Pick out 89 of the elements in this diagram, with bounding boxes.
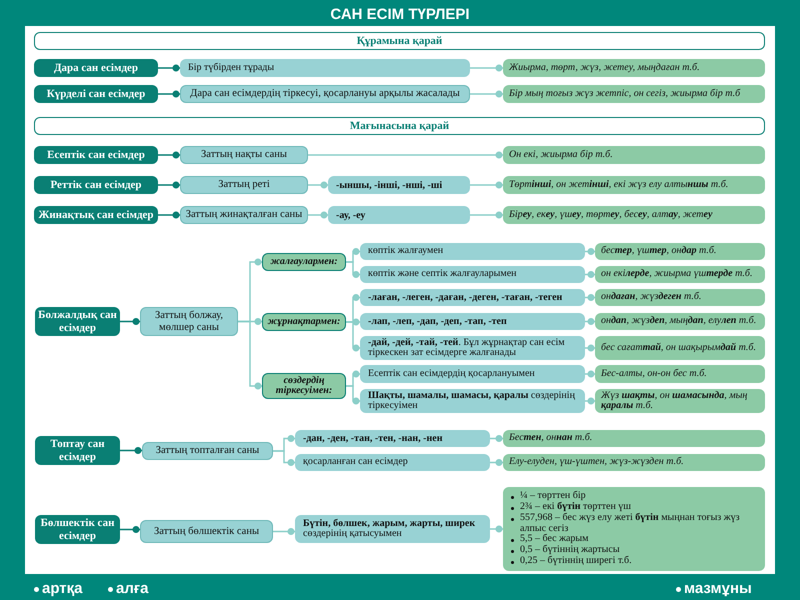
connector-line bbox=[158, 212, 180, 218]
example-box: бес сағаттай, он шақырымдай т.б. bbox=[595, 336, 765, 360]
connector-line bbox=[120, 447, 142, 454]
connector-line bbox=[158, 90, 180, 98]
list-item: 557,968 – бес жүз елу жеті бүтін мыңнан тоғыз жүз алпыс сегіз bbox=[511, 512, 757, 534]
example-box: Бестен, оннан т.б. bbox=[503, 430, 765, 447]
list-item: 5,5 – бес жарым bbox=[511, 534, 588, 546]
list-item: 0,25 – бүтіннің ширегі т.б. bbox=[511, 556, 632, 567]
description-box: қосарланған сан есімдер bbox=[295, 454, 490, 471]
connector-line bbox=[346, 321, 360, 352]
connector-line bbox=[158, 152, 180, 158]
suffix-box: -ау, -еу bbox=[328, 206, 470, 224]
example-box: Біреу, екеу, үшеу, төртеу, бесеу, алтау, жетеу bbox=[503, 206, 765, 224]
connector-line bbox=[273, 450, 295, 466]
description-box: Заттың нақты саны bbox=[180, 146, 308, 164]
connector-line bbox=[470, 212, 503, 218]
example-box: бестер, үштер, ондар т.б. bbox=[595, 243, 765, 260]
connector-line bbox=[470, 182, 503, 188]
connector-line bbox=[585, 271, 595, 278]
category-box: Топтау сан есімдер bbox=[35, 436, 120, 465]
description-box: -дай, -дей, -тай, -тей. Бұл жұрнақтар сан есім тіркескен зат есімдерге жалғанады bbox=[360, 336, 585, 360]
example-box: Бес-алты, он-он бес т.б. bbox=[595, 365, 765, 383]
description-box: Заттың жинақталған саны bbox=[180, 206, 308, 224]
connector-line bbox=[585, 344, 595, 352]
description-box: Бір түбірден тұрады bbox=[180, 59, 470, 77]
description-box: Бүтін, бөлшек, жарым, жарты, ширек сөздерінің қатысуымен bbox=[295, 515, 490, 543]
list-item: 2¾ – екі бүтін төрттен үш bbox=[511, 502, 631, 513]
section-header: Құрамына қарай bbox=[34, 32, 765, 50]
example-box: он екілерде, жиырма үштерде т.б. bbox=[595, 266, 765, 283]
category-box: Күрделі сан есімдер bbox=[34, 85, 158, 103]
connector-line bbox=[273, 528, 295, 535]
description-box: Дара сан есімдердің тіркесуі, қосарлануы арқылы жасалады bbox=[180, 85, 470, 103]
description-box: Заттың болжау, мөлшер саны bbox=[140, 307, 238, 336]
connector-line bbox=[470, 64, 503, 72]
suffix-box: -лап, -леп, -дап, -деп, -тап, -теп bbox=[360, 313, 585, 330]
example-box: Елу-елуден, үш-үштен, жүз-жүзден т.б. bbox=[503, 454, 765, 471]
connector-line bbox=[346, 261, 360, 278]
category-box: Дара сан есімдер bbox=[34, 59, 158, 77]
group-box: жалғаулармен: bbox=[262, 253, 346, 271]
connector-line bbox=[490, 435, 503, 442]
connector-line bbox=[158, 64, 180, 72]
connector-line bbox=[585, 370, 595, 378]
example-box: Төртінші, он жетінші, екі жүз елу алтыншы т.б. bbox=[503, 176, 765, 194]
group-box: сөздердің тіркесуімен: bbox=[262, 373, 346, 399]
list-item: ¼ – төрттен бір bbox=[511, 491, 586, 502]
suffix-box: -ыншы, -інші, -нші, -ші bbox=[328, 176, 470, 194]
connector-line bbox=[308, 182, 328, 188]
nav-link: мазмұны bbox=[676, 578, 752, 600]
category-box: Жинақтық сан есімдер bbox=[34, 206, 158, 224]
suffix-box: -дан, -ден, -тан, -тен, -нан, -нен bbox=[295, 430, 490, 447]
category-box: Бөлшектік сан есімдер bbox=[35, 515, 120, 544]
group-box: жұрнақтармен: bbox=[262, 313, 346, 331]
connector-line bbox=[238, 320, 262, 390]
connector-line bbox=[490, 459, 503, 466]
nav-link: алға bbox=[108, 578, 148, 600]
example-box: Жиырма, төрт, жүз, жетеу, мыңдаған т.б. bbox=[503, 59, 765, 77]
category-box: Болжалдық сан есімдер bbox=[35, 307, 120, 336]
description-box: Заттың бөлшектік саны bbox=[140, 520, 273, 543]
connector-line bbox=[585, 248, 595, 255]
connector-line bbox=[585, 318, 595, 325]
connector-line bbox=[470, 90, 503, 98]
nav-link: артқа bbox=[34, 578, 83, 600]
connector-line bbox=[120, 526, 140, 533]
example-panel bbox=[503, 487, 765, 571]
title: САН ЕСІМ ТҮРЛЕРІ bbox=[329, 5, 471, 25]
description-box: Есептік сан есімдердің қосарлануымен bbox=[360, 365, 585, 383]
connector-line bbox=[120, 318, 140, 325]
suffix-box: -лаған, -леген, -даған, -деген, -таған, -теген bbox=[360, 289, 585, 306]
description-box: Заттың реті bbox=[180, 176, 308, 194]
category-box: Есептік сан есімдер bbox=[34, 146, 158, 164]
connector-line bbox=[585, 398, 595, 404]
description-box: Заттың топталған саны bbox=[142, 442, 273, 460]
example-box: Жүз шақты, он шамасында, мың қаралы т.б. bbox=[595, 389, 765, 413]
example-box: ондап, жүздеп, мыңдап, елулеп т.б. bbox=[595, 313, 765, 330]
connector-line bbox=[308, 212, 328, 218]
connector-line bbox=[158, 182, 180, 188]
description-box: көптік жалғаумен bbox=[360, 243, 585, 260]
category-box: Реттік сан есімдер bbox=[34, 176, 158, 194]
example-box: Бір мың тоғыз жүз жетпіс, он сегіз, жиырма бір т.б bbox=[503, 85, 765, 103]
connector-line bbox=[585, 294, 595, 301]
description-box: көптік және септік жалғауларымен bbox=[360, 266, 585, 283]
connector-line bbox=[490, 526, 503, 532]
example-box: ондаған, жүздеген т.б. bbox=[595, 289, 765, 306]
connector-line bbox=[346, 385, 360, 404]
list-item: 0,5 – бүтіннің жартысы bbox=[511, 545, 620, 556]
example-box: Он екі, жиырма бір т.б. bbox=[503, 146, 765, 164]
connector-line bbox=[308, 152, 503, 158]
description-box: Шақты, шамалы, шамасы, қаралы сөздерінің тіркесуімен bbox=[360, 389, 585, 413]
section-header: Мағынасына қарай bbox=[34, 117, 765, 135]
